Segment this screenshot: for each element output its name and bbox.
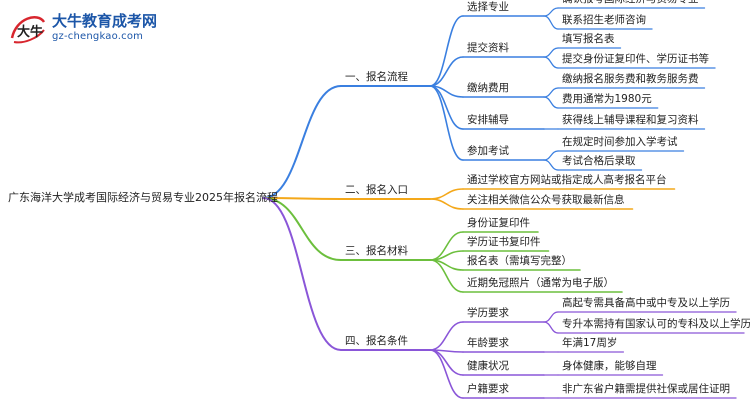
subtopic-label: 近期免冠照片（通常为电子版） [467,277,614,289]
root-to-branch-edge [262,197,342,200]
subtopic-to-detail-edge [543,311,559,323]
detail-label: 身体健康，能够自理 [562,360,657,372]
subtopic-label: 学历证书复印件 [467,236,541,248]
subtopic-to-detail-edge [543,7,559,17]
detail-label: 专升本需持有国家认可的专科及以上学历 [562,318,750,330]
subtopic-to-detail-edge [543,15,559,30]
branch-to-subtopic-edge [429,56,464,87]
root-to-branch-edge [262,197,342,351]
detail-label: 获得线上辅导课程和复习资料 [562,114,699,126]
subtopic-label: 关注相关微信公众号获取最新信息 [467,194,625,206]
root-to-branch-edge [262,197,342,261]
subtopic-label: 户籍要求 [467,383,509,395]
branch-to-subtopic-edge [429,85,464,161]
subtopic-label: 学历要求 [467,307,509,319]
site-url: gz-chengkao.com [52,31,144,42]
branch-to-subtopic-edge [429,198,464,210]
detail-label: 费用通常为1980元 [562,93,652,105]
subtopic-label: 安排辅导 [467,114,509,126]
branch-to-subtopic-edge [429,321,464,351]
detail-label: 年满17周岁 [562,337,618,349]
subtopic-to-detail-edge [543,87,559,98]
logo-text: 大牛 [17,24,43,40]
root-topic: 广东海洋大学成考国际经济与贸易专业2025年报名流程 [8,191,278,204]
detail-label: 高起专需具备高中或中专及以上学历 [562,297,730,309]
branch-to-subtopic-edge [429,349,464,376]
subtopic-label: 提交资料 [467,42,509,54]
branch-label: 一、报名流程 [345,71,408,83]
subtopic-to-detail-edge [543,47,559,58]
subtopic-label: 缴纳费用 [467,82,509,94]
branch-to-subtopic-edge [429,349,464,399]
subtopic-label: 参加考试 [467,145,509,157]
subtopic-to-detail-edge [543,56,559,69]
branch-to-subtopic-edge [429,15,464,87]
detail-label: 考试合格后录取 [562,155,636,167]
subtopic-label: 年龄要求 [467,337,509,349]
subtopic-to-detail-edge [543,321,559,334]
subtopic-label: 身份证复印件 [467,217,530,229]
branch-label: 二、报名入口 [345,184,408,196]
subtopic-label: 健康状况 [467,360,509,372]
daniu-logo-icon: 大牛 [8,8,48,48]
subtopic-to-detail-edge [543,159,559,171]
subtopic-label: 选择专业 [467,1,509,13]
subtopic-to-detail-edge [543,150,559,161]
subtopic-label: 通过学校官方网站或指定成人高考报名平台 [467,174,667,186]
branch-to-subtopic-edge [429,188,464,200]
detail-label: 提交身份证复印件、学历证书等 [562,53,709,65]
detail-label: 确认报考国际经济与贸易专业 [562,0,699,6]
site-name: 大牛教育成考网 [52,12,158,30]
detail-label: 缴纳报名服务费和教务服务费 [562,73,699,85]
branch-label: 三、报名材料 [345,245,408,257]
root-to-branch-edge [262,85,342,199]
detail-label: 联系招生老师咨询 [562,14,646,26]
branch-label: 四、报名条件 [345,335,408,347]
detail-label: 填写报名表 [562,33,615,45]
subtopic-to-detail-edge [543,96,559,109]
branch-to-subtopic-edge [429,259,464,293]
detail-label: 非广东省户籍需提供社保或居住证明 [562,383,730,395]
detail-label: 在规定时间参加入学考试 [562,136,678,148]
subtopic-label: 报名表（需填写完整） [467,255,572,267]
